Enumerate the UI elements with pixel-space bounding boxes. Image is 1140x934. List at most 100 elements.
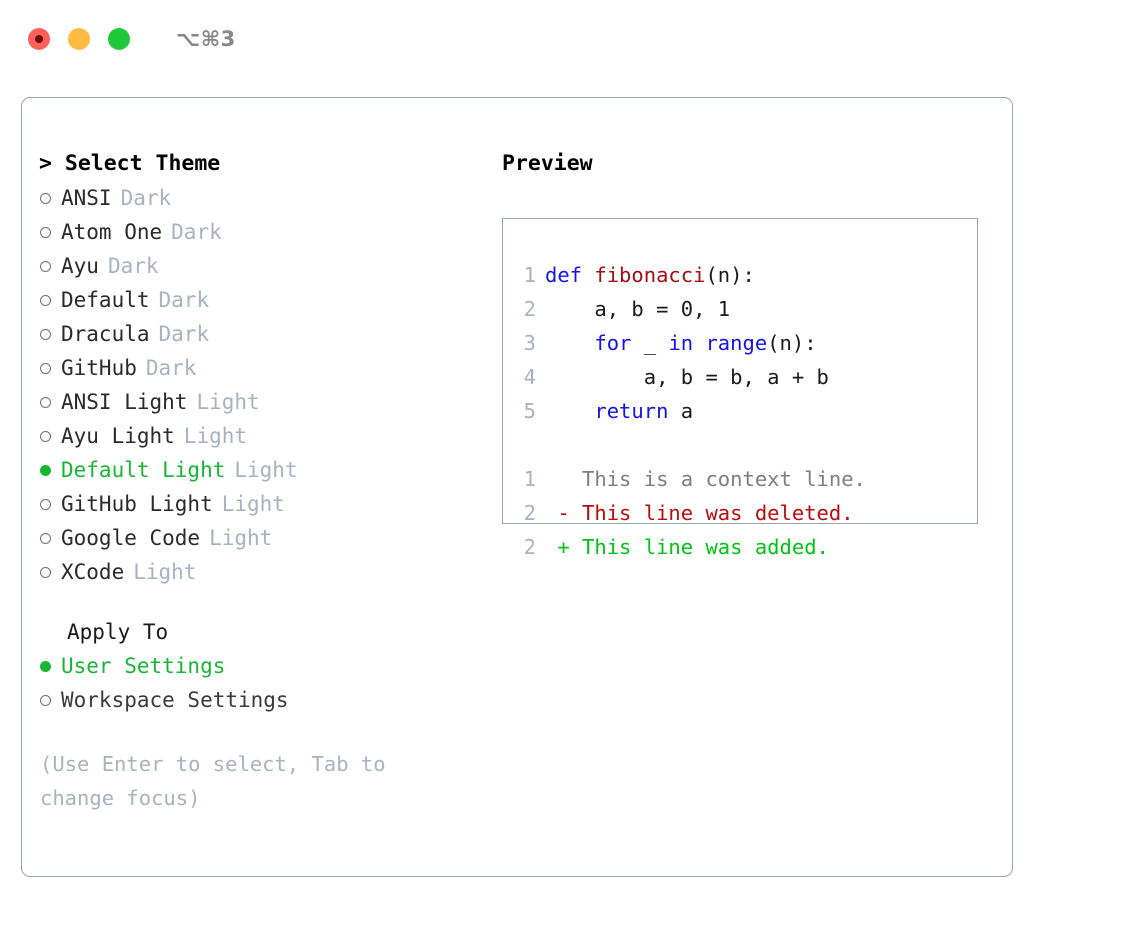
code-token	[545, 331, 594, 355]
radio-mark	[40, 660, 51, 672]
theme-category-label: Light	[183, 424, 248, 448]
diff-marker: +	[545, 535, 583, 559]
diff-line-text: This line was added.	[582, 535, 829, 559]
code-diff-separator	[503, 433, 977, 467]
diff-line: 1 This is a context line.	[503, 467, 977, 501]
code-line-content: a, b = b, a + b	[545, 365, 829, 389]
diff-line-text: This is a context line.	[582, 467, 866, 491]
theme-name-label: Dracula	[61, 322, 150, 346]
line-number: 5	[523, 399, 536, 423]
theme-category-label: Dark	[171, 220, 222, 244]
theme-category-label: Dark	[145, 356, 197, 380]
theme-list-item[interactable]: ANSI Light Light	[39, 385, 499, 419]
line-number: 1	[523, 467, 536, 491]
code-line-content: a, b = 0, 1	[545, 297, 730, 321]
radio-mark	[40, 260, 51, 272]
radio-unselected-icon	[39, 430, 61, 442]
apply-to-option[interactable]: User Settings	[39, 649, 499, 683]
radio-unselected-icon	[39, 294, 61, 306]
keyboard-shortcut-label: ⌥⌘3	[176, 27, 236, 51]
line-number: 2	[523, 501, 536, 525]
radio-mark	[40, 192, 51, 204]
code-token: a, b = 0, 1	[545, 297, 731, 321]
theme-name-label: Google Code	[61, 526, 201, 550]
code-token	[545, 399, 594, 423]
diff-marker: -	[545, 501, 583, 525]
code-line: 2 a, b = 0, 1	[503, 297, 977, 331]
radio-mark	[40, 362, 51, 374]
radio-mark	[40, 464, 51, 476]
code-line: 3 for _ in range(n):	[503, 331, 977, 365]
radio-unselected-icon	[39, 328, 61, 340]
radio-unselected-icon	[39, 362, 61, 374]
radio-mark	[40, 532, 51, 544]
keyboard-hint-text: (Use Enter to select, Tab to change focu…	[40, 752, 386, 810]
radio-unselected-icon	[39, 226, 61, 238]
radio-mark	[40, 328, 51, 340]
radio-unselected-icon	[39, 532, 61, 544]
code-line-content: return a	[545, 399, 693, 423]
traffic-light-group	[28, 28, 130, 50]
diff-block: 1 This is a context line.2 - This line w…	[503, 467, 977, 569]
radio-unselected-icon	[39, 260, 61, 272]
radio-unselected-icon	[39, 498, 61, 510]
theme-name-label: ANSI Light	[61, 390, 188, 414]
theme-category-label: Light	[209, 526, 273, 550]
theme-category-label: Dark	[120, 186, 172, 210]
line-number: 2	[523, 297, 536, 321]
radio-unselected-icon	[39, 694, 61, 706]
theme-name-label: GitHub Light	[61, 492, 213, 516]
theme-list-item[interactable]: Google Code Light	[39, 521, 499, 555]
theme-category-label: Light	[196, 390, 260, 414]
radio-selected-icon	[39, 660, 61, 672]
radio-selected-icon	[39, 464, 61, 476]
radio-mark	[40, 396, 51, 408]
line-number: 2	[523, 535, 536, 559]
radio-mark	[40, 294, 51, 306]
line-number: 3	[523, 331, 536, 355]
apply-to-option-label: Workspace Settings	[61, 688, 289, 712]
code-line-content: for _ in range(n):	[545, 331, 816, 355]
radio-mark	[40, 694, 51, 706]
code-token	[693, 331, 705, 355]
theme-list-item[interactable]: Atom One Dark	[39, 215, 499, 249]
recording-indicator-icon	[35, 35, 43, 43]
theme-name-label: Atom One	[61, 220, 163, 244]
minimize-button[interactable]	[68, 28, 90, 50]
theme-category-label: Dark	[158, 288, 210, 312]
radio-mark	[40, 498, 51, 510]
maximize-button[interactable]	[108, 28, 130, 50]
radio-unselected-icon	[39, 192, 61, 204]
code-token: range	[705, 331, 768, 355]
apply-to-option[interactable]: Workspace Settings	[39, 683, 499, 717]
diff-marker	[545, 467, 582, 491]
line-number: 1	[523, 263, 536, 287]
close-button[interactable]	[28, 28, 50, 50]
code-line: 5 return a	[503, 399, 977, 433]
diff-line-text: This line was deleted.	[582, 501, 854, 525]
code-token: fibonacci	[594, 263, 706, 287]
preview-title: Preview	[502, 151, 593, 176]
code-line: 4 a, b = b, a + b	[503, 365, 977, 399]
code-token: def	[545, 263, 595, 287]
code-token: for	[594, 331, 632, 355]
theme-name-label: Ayu	[61, 254, 99, 278]
